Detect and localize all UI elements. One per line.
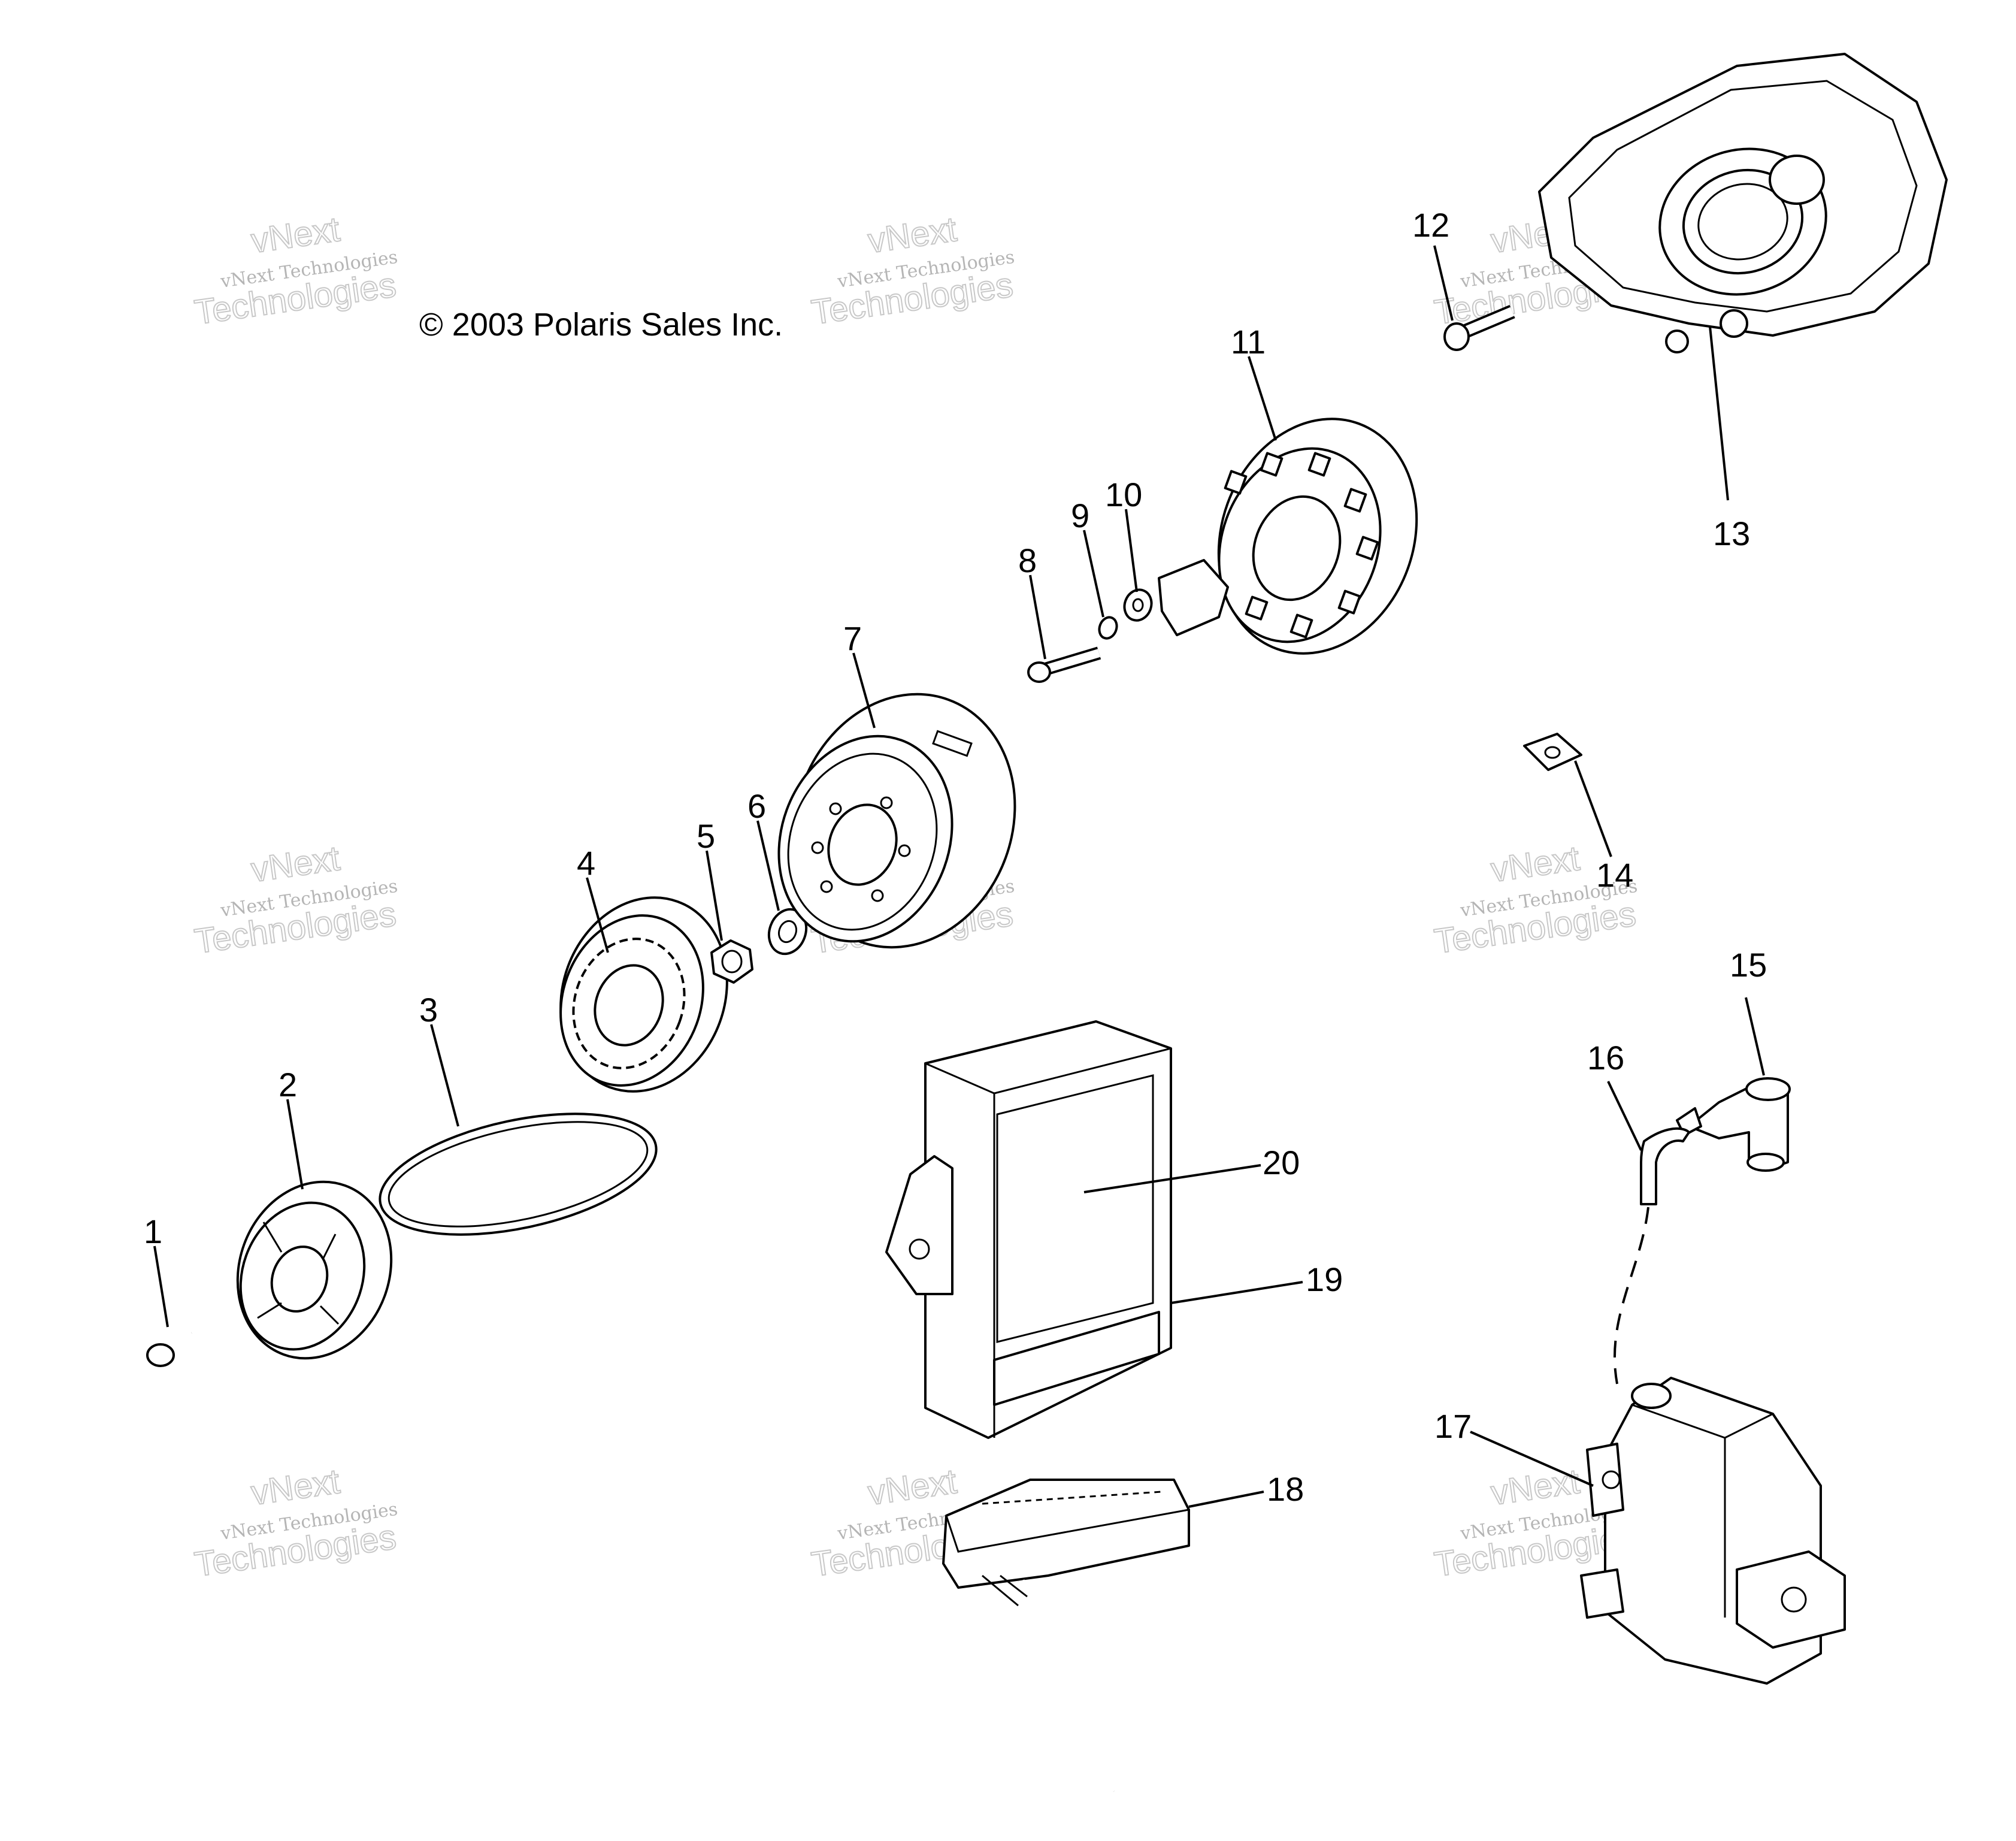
watermark: vNext vNext Technologies Technologies — [192, 838, 399, 962]
watermark-text: vNext — [865, 1462, 959, 1513]
watermark: vNext vNext Technologies Technologies — [809, 209, 1016, 332]
callout-12: 12 — [1412, 206, 1449, 244]
part-screw-8 — [1027, 646, 1101, 683]
part-flywheel-7 — [777, 693, 1016, 949]
part-bolt-1 — [146, 1329, 195, 1367]
leader-line-10 — [1125, 509, 1138, 592]
callout-20: 20 — [1263, 1144, 1300, 1181]
callout-17: 17 — [1434, 1407, 1472, 1445]
leader-line-9 — [1083, 530, 1104, 618]
callout-labels: 1 2 3 4 5 6 7 8 9 10 11 12 13 14 15 16 1… — [144, 206, 1767, 1508]
part-ignition-coil-17 — [1580, 1377, 1846, 1685]
part-bolt-12 — [1443, 304, 1515, 351]
callout-16: 16 — [1587, 1039, 1624, 1077]
leader-line-15 — [1745, 997, 1765, 1076]
part-pulley-2 — [236, 1180, 393, 1360]
part-ecu-label-20 — [996, 1074, 1154, 1343]
part-lead-wire-16 — [1614, 1127, 1690, 1384]
watermark-text: vNext — [865, 210, 959, 261]
part-belt-3 — [379, 1113, 658, 1236]
leader-line-3 — [430, 1024, 459, 1127]
leader-line-5 — [706, 850, 723, 941]
callout-1: 1 — [144, 1213, 162, 1250]
leader-line-13 — [1709, 326, 1729, 501]
leader-lines — [153, 245, 1765, 1508]
callout-10: 10 — [1105, 476, 1142, 513]
watermark-text: vNext — [1488, 839, 1582, 890]
watermark-text: vNext — [249, 1462, 342, 1513]
callout-7: 7 — [843, 619, 862, 657]
callout-13: 13 — [1713, 515, 1750, 552]
callout-2: 2 — [279, 1066, 297, 1104]
part-nut-5 — [710, 939, 753, 984]
part-drive-pulley-4 — [559, 896, 728, 1093]
copyright-text: © 2003 Polaris Sales Inc. — [419, 307, 783, 343]
leader-line-19 — [1170, 1281, 1303, 1304]
callout-5: 5 — [697, 817, 715, 855]
part-housing-13 — [1538, 53, 1948, 353]
watermark-text: vNext — [249, 210, 342, 261]
part-clip-14 — [1523, 733, 1582, 771]
callout-11: 11 — [1231, 323, 1266, 361]
leader-line-6 — [756, 820, 780, 911]
leader-line-18 — [1188, 1491, 1264, 1508]
leader-line-20 — [1083, 1164, 1261, 1193]
leader-line-12 — [1433, 245, 1454, 321]
callout-4: 4 — [577, 844, 595, 882]
leader-line-11 — [1248, 356, 1277, 441]
leader-line-14 — [1574, 760, 1612, 857]
leader-line-7 — [852, 652, 876, 728]
part-ecu-module-19 — [885, 1020, 1172, 1439]
callout-14: 14 — [1596, 856, 1633, 894]
leader-line-1 — [153, 1246, 169, 1328]
part-washer-10 — [1123, 588, 1153, 622]
watermark-text: vNext — [1488, 1462, 1582, 1513]
watermark: vNext vNext Technologies Technologies — [192, 1461, 399, 1585]
part-stator-11 — [1158, 418, 1418, 655]
part-spark-plug-cap-15 — [1676, 1077, 1791, 1172]
leader-line-4 — [586, 877, 609, 953]
part-connector-18 — [942, 1479, 1190, 1795]
watermark: vNext vNext Technologies Technologies — [192, 209, 399, 332]
callout-18: 18 — [1267, 1470, 1304, 1508]
callout-8: 8 — [1018, 542, 1037, 579]
callout-3: 3 — [419, 991, 438, 1029]
leader-line-16 — [1607, 1081, 1642, 1151]
callout-15: 15 — [1730, 946, 1767, 984]
leader-line-2 — [286, 1099, 304, 1190]
leader-line-17 — [1470, 1431, 1594, 1487]
part-lock-washer-9 — [1098, 616, 1118, 640]
callout-9: 9 — [1071, 497, 1089, 534]
watermark-text: vNext — [249, 839, 342, 890]
callout-6: 6 — [747, 787, 766, 825]
leader-line-8 — [1029, 575, 1046, 660]
watermark: vNext vNext Technologies Technologies — [1431, 838, 1639, 962]
callout-19: 19 — [1306, 1260, 1343, 1298]
